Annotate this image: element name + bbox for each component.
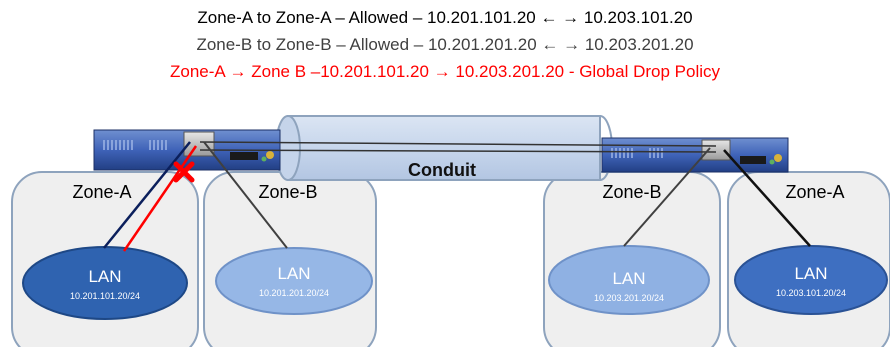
link-right-zone-b xyxy=(623,147,711,247)
lan-subnet-2: 10.201.201.20/24 xyxy=(259,288,329,298)
zone-label-right-a: Zone-A xyxy=(785,182,844,202)
lan-label-3: LAN xyxy=(612,269,645,288)
link-right-zone-a xyxy=(723,149,811,247)
conduit-path-upper xyxy=(199,141,717,147)
lan-ellipse-4 xyxy=(734,245,888,315)
lan-subnet-4: 10.203.101.20/24 xyxy=(776,288,846,298)
link-blocked xyxy=(122,145,198,252)
lan-subnet-3: 10.203.201.20/24 xyxy=(594,293,664,303)
lan-subnet-1: 10.201.101.20/24 xyxy=(70,291,140,301)
lan-label-2: LAN xyxy=(277,264,310,283)
drop-x-icon xyxy=(173,161,195,183)
link-left-zone-a xyxy=(103,141,191,249)
lan-ellipse-2 xyxy=(215,247,373,315)
lan-label-4: LAN xyxy=(794,264,827,283)
appliance-right xyxy=(601,137,789,173)
zone-label-left-a: Zone-A xyxy=(72,182,131,202)
zone-label-right-b: Zone-B xyxy=(602,182,661,202)
conduit-tube xyxy=(275,115,613,181)
rule-zone-b-allowed: Zone-B to Zone-B – Allowed – 10.201.201.… xyxy=(196,35,694,54)
lan-ellipse-3 xyxy=(548,245,710,315)
conduit-path-lower xyxy=(199,149,717,153)
conduit-label: Conduit xyxy=(408,160,476,180)
zone-label-left-b: Zone-B xyxy=(258,182,317,202)
rule-zone-a-allowed: Zone-A to Zone-A – Allowed – 10.201.101.… xyxy=(197,8,693,27)
rule-global-drop-policy: Zone-A → Zone B –10.201.101.20 → 10.203.… xyxy=(169,62,720,81)
link-left-zone-b xyxy=(203,141,288,249)
lan-label-1: LAN xyxy=(88,267,121,286)
